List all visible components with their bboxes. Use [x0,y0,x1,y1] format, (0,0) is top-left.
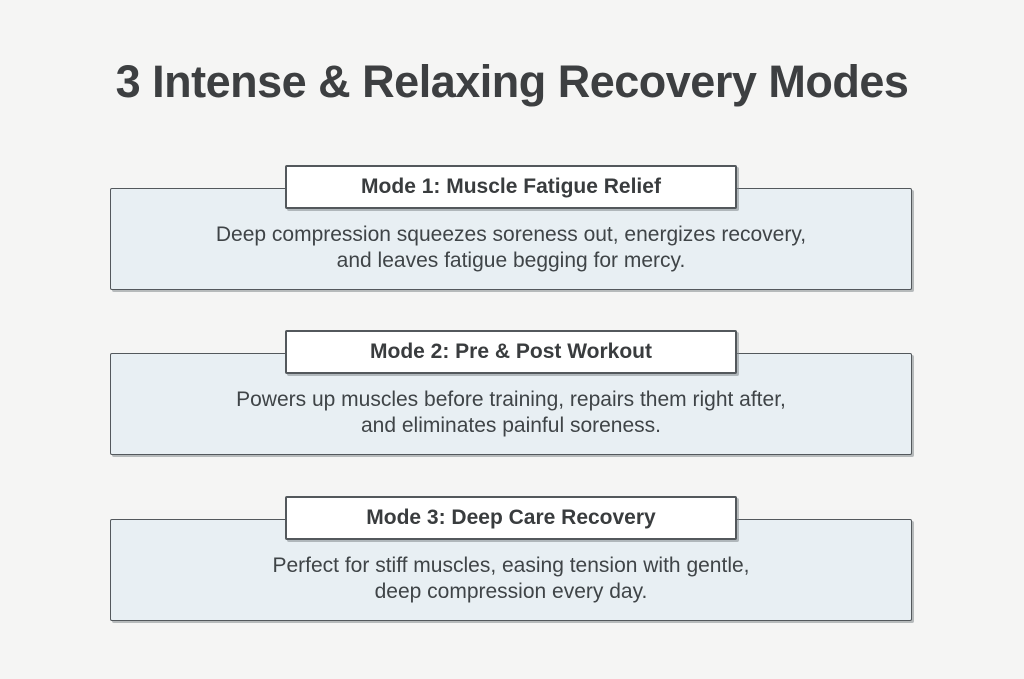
mode-2-description-line-2: and eliminates painful soreness. [360,414,661,437]
mode-2-description-line-1: Powers up muscles before training, repai… [236,388,786,411]
mode-1-description-line-2: and leaves fatigue begging for mercy. [336,249,686,272]
mode-card-1: Mode 1: Muscle Fatigue Relief Deep compr… [110,165,912,290]
mode-3-description-line-2: deep compression every day. [374,580,648,603]
mode-2-header: Mode 2: Pre & Post Workout [285,330,737,374]
mode-card-3: Mode 3: Deep Care Recovery Perfect for s… [110,496,912,621]
mode-1-description-line-1: Deep compression squeezes soreness out, … [215,223,807,246]
mode-2-title: Mode 2: Pre & Post Workout [370,340,652,363]
page-title: 3 Intense & Relaxing Recovery Modes [115,56,909,107]
mode-3-header: Mode 3: Deep Care Recovery [285,496,737,540]
mode-3-title: Mode 3: Deep Care Recovery [366,506,656,529]
mode-1-title: Mode 1: Muscle Fatigue Relief [361,175,661,198]
mode-3-description-line-1: Perfect for stiff muscles, easing tensio… [272,554,750,577]
mode-2-description: Powers up muscles before training, repai… [236,369,786,439]
mode-3-description: Perfect for stiff muscles, easing tensio… [272,535,749,605]
mode-card-2: Mode 2: Pre & Post Workout Powers up mus… [110,330,912,455]
mode-1-header: Mode 1: Muscle Fatigue Relief [285,165,737,209]
mode-1-description: Deep compression squeezes soreness out, … [216,204,806,274]
